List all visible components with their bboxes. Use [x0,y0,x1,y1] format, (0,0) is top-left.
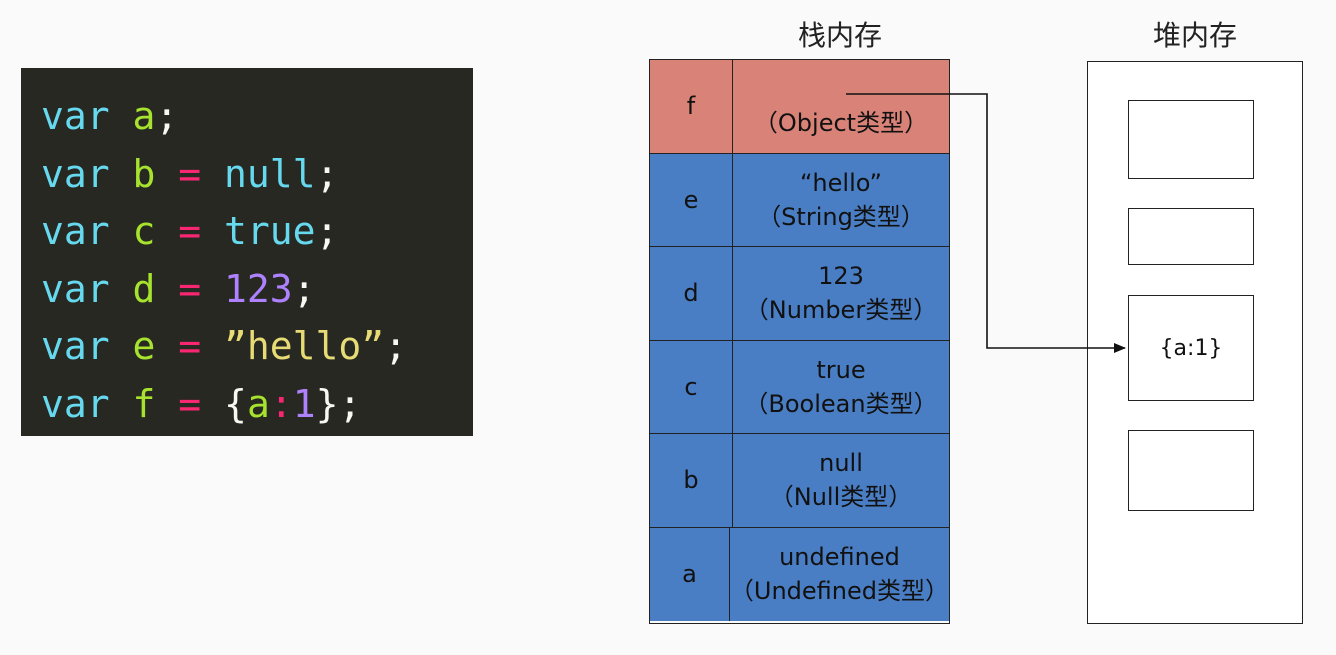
stack-row-c: c true （Boolean类型） [650,340,949,434]
code-token: a [132,94,156,138]
code-token: a [246,381,270,426]
code-token: ; [292,266,316,311]
code-line: var b = null; [41,146,473,204]
stack-var-name: a [650,527,730,621]
code-token: : [269,381,293,426]
stack-value: null [819,449,863,478]
code-token: ; [338,381,362,426]
code-token: var [41,209,133,253]
stack-memory: f （Object类型） e “hello” （String类型） d 123 … [649,59,950,624]
code-line: var a; [41,88,473,146]
stack-type: （Object类型） [753,109,929,138]
stack-type: （String类型） [757,202,925,231]
code-token: true [224,209,316,253]
code-token: var [41,94,133,138]
code-token: = [178,266,225,311]
code-token: = [178,209,225,253]
code-token: null [224,151,316,196]
code-line: var e = ”hello”; [41,318,473,376]
stack-value-cell: undefined （Undefined类型） [730,528,949,622]
code-token: } [315,381,339,426]
code-token: 123 [224,266,293,311]
stack-type: （Boolean类型） [744,389,938,418]
stack-value-cell: 123 （Number类型） [733,247,949,340]
code-token: = [178,151,225,196]
stack-value: undefined [779,543,900,572]
stack-value-cell: （Object类型） [733,60,949,153]
stack-var-name: e [650,153,733,246]
stack-var-name: d [650,247,733,340]
stack-value-cell: “hello” （String类型） [733,154,949,247]
code-token: ; [155,94,179,138]
heap-block-object: {a:1} [1128,295,1254,401]
heap-block [1128,208,1254,265]
stack-row-d: d 123 （Number类型） [650,247,949,341]
heap-memory: {a:1} [1087,61,1303,624]
stack-var-name: c [650,340,733,433]
code-token: f [132,381,179,426]
stack-value: 123 [818,262,864,291]
code-token: ; [315,151,339,196]
heap-memory-title: 堆内存 [1152,19,1237,52]
stack-type: （Null类型） [769,483,913,512]
stack-row-b: b null （Null类型） [650,434,949,528]
stack-var-name: f [650,60,733,153]
code-token: ; [315,209,339,253]
heap-block [1128,430,1254,511]
code-token: ; [384,324,408,368]
heap-block [1128,100,1254,179]
code-token: d [132,266,179,311]
stack-value: true [816,355,866,384]
code-token: var [41,266,133,311]
stack-type: （Number类型） [744,296,938,325]
code-panel: var a; var b = null; var c = true; var d… [21,68,473,436]
stack-var-name: b [650,434,733,527]
code-token: e [132,324,179,368]
stack-value-cell: null （Null类型） [733,434,949,527]
code-line: var d = 123; [41,261,473,319]
code-token: = [178,324,225,368]
stack-value: “hello” [799,168,882,197]
stack-row-e: e “hello” （String类型） [650,153,949,247]
code-token: c [132,209,179,253]
code-token: ”hello” [224,324,385,368]
stack-row-a: a undefined （Undefined类型） [650,527,949,622]
code-line: var f = {a:1}; [41,376,473,434]
code-token: var [41,381,133,426]
code-token: b [132,151,179,196]
code-token: { [224,381,247,426]
stack-value-cell: true （Boolean类型） [733,341,949,434]
stack-memory-title: 栈内存 [797,19,882,52]
code-token: 1 [292,381,316,426]
code-token: var [41,151,133,196]
stack-type: （Undefined类型） [729,577,949,606]
stack-row-f: f （Object类型） [650,60,949,154]
code-token: = [178,381,225,426]
code-token: var [41,324,133,368]
code-line: var c = true; [41,203,473,261]
